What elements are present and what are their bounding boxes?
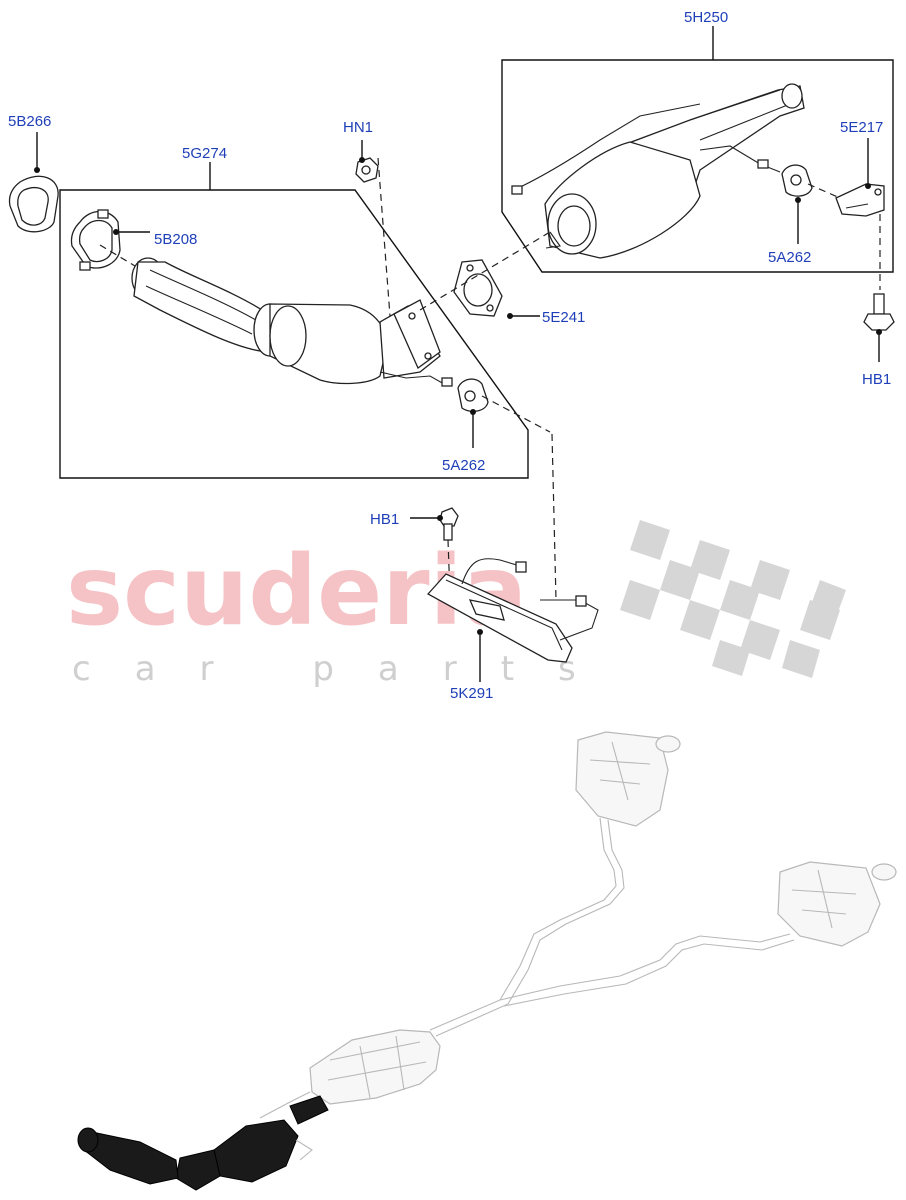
callout-5E241: 5E241 xyxy=(542,309,585,326)
callout-5A262-top: 5A262 xyxy=(768,249,811,266)
full-exhaust-system-overview xyxy=(77,731,897,1191)
bracket-5E217 xyxy=(835,183,885,217)
dpf-5H250 xyxy=(511,83,805,259)
hanger-5A262-top xyxy=(781,164,813,197)
callout-5K291: 5K291 xyxy=(450,685,493,702)
group-box-5H250 xyxy=(501,59,894,273)
watermark-tagline: car parts xyxy=(72,649,620,689)
downpipe-catalyst-5G274 xyxy=(131,257,453,387)
callout-5G274: 5G274 xyxy=(182,145,227,162)
gasket-5B266 xyxy=(8,175,59,233)
callout-5B266: 5B266 xyxy=(8,113,51,130)
callout-5A262-left: 5A262 xyxy=(442,457,485,474)
callout-HN1: HN1 xyxy=(343,119,373,136)
callout-HB1-right: HB1 xyxy=(862,371,891,388)
bolt-HB1-mid xyxy=(439,507,459,541)
bracket-5K291 xyxy=(426,558,599,663)
group-box-5G274 xyxy=(59,189,529,479)
watermark: scuderia car parts xyxy=(66,520,846,689)
bolt-HB1-right xyxy=(863,293,895,331)
callout-labels: 5B266 5G274 HN1 5B208 5H250 5E217 5A262 … xyxy=(8,9,891,702)
checkered-flag-icon xyxy=(620,520,846,678)
nut-HN1 xyxy=(355,157,379,183)
callout-HB1-mid: HB1 xyxy=(370,511,399,528)
callout-5B208: 5B208 xyxy=(154,231,197,248)
hanger-5A262-left xyxy=(457,378,489,413)
clamp-5B208 xyxy=(70,209,121,271)
callout-5H250: 5H250 xyxy=(684,9,728,26)
gasket-5E241 xyxy=(453,259,503,317)
callout-5E217: 5E217 xyxy=(840,119,883,136)
